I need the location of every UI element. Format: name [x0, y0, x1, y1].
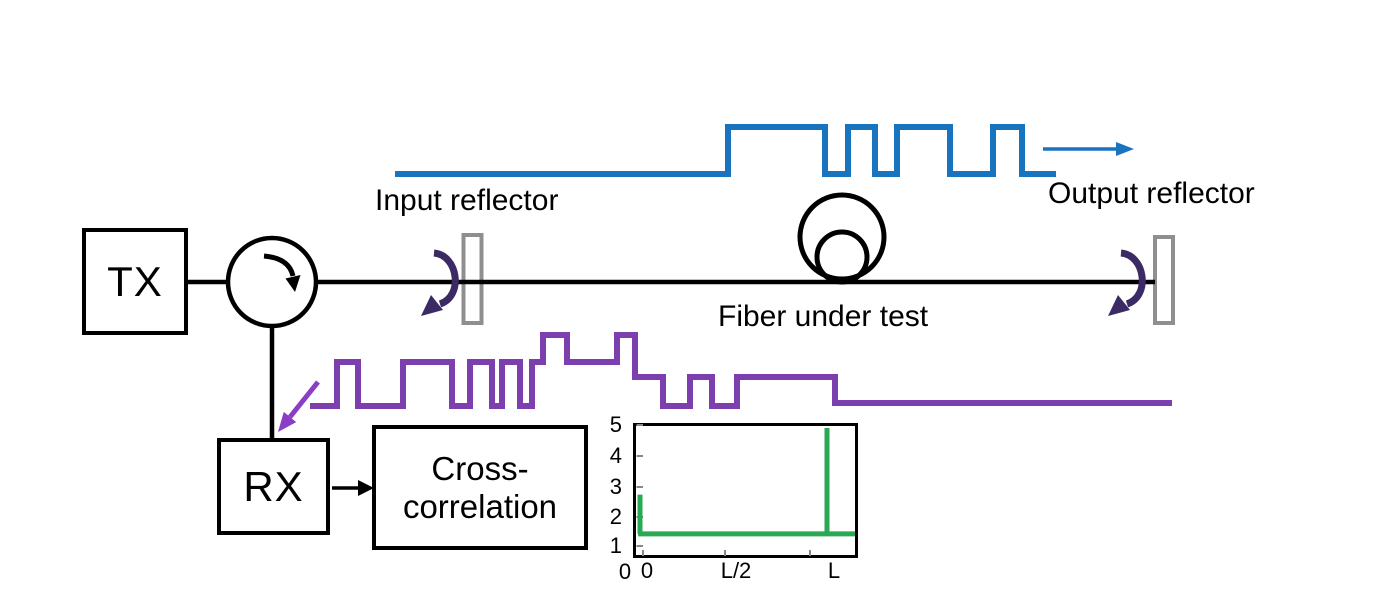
chart-xtick-0: 0	[640, 558, 654, 583]
cross-correlation-line1: Cross-	[431, 449, 529, 487]
cross-correlation-box: Cross- correlation	[372, 425, 588, 550]
cross-correlation-line2: correlation	[402, 487, 558, 525]
chart-xtick-mid: L/2	[720, 558, 752, 583]
chart-ytick-4: 4	[609, 443, 622, 468]
chart-ytick-5: 5	[609, 412, 622, 437]
correlation-chart-frame	[633, 423, 858, 558]
propagation-arrowhead	[1116, 142, 1134, 156]
output-reflector-slab	[1153, 235, 1175, 325]
output-reflection-arrowhead	[1108, 295, 1130, 316]
circulator-rotation-arrowhead	[285, 275, 301, 292]
fiber-coil-outer-loop	[797, 192, 887, 282]
received-signal-pointer-line	[288, 380, 320, 419]
circulator-rotation-arrow	[263, 253, 296, 277]
received-signal-waveform	[310, 332, 1172, 409]
probe-signal-waveform	[395, 124, 1056, 177]
tx-box: TX	[82, 228, 188, 335]
output-reflector-label: Output reflector	[1048, 177, 1255, 210]
input-reflector-label: Input reflector	[375, 184, 559, 217]
rx-box: RX	[217, 438, 330, 535]
output-reflection-arrow	[1120, 249, 1146, 308]
input-reflection-arrowhead	[421, 295, 443, 316]
received-signal-pointer-arrowhead	[278, 411, 297, 432]
tx-label: TX	[107, 257, 163, 305]
cross-correlation-label: Cross- correlation	[403, 450, 557, 526]
input-reflection-arrow	[433, 249, 459, 308]
circulator-circle	[225, 235, 319, 329]
chart-ytick-2: 2	[609, 504, 622, 529]
fiber-under-test-label: Fiber under test	[718, 300, 929, 333]
chart-ytick-1: 1	[609, 533, 622, 558]
chart-xtick-L: L	[827, 558, 841, 583]
input-reflector-slab	[461, 233, 484, 325]
chart-ytick-0: 0	[618, 559, 632, 584]
fiber-coil-inner-loop	[814, 229, 870, 285]
chart-ytick-3: 3	[609, 474, 622, 499]
rx-label: RX	[243, 462, 304, 510]
